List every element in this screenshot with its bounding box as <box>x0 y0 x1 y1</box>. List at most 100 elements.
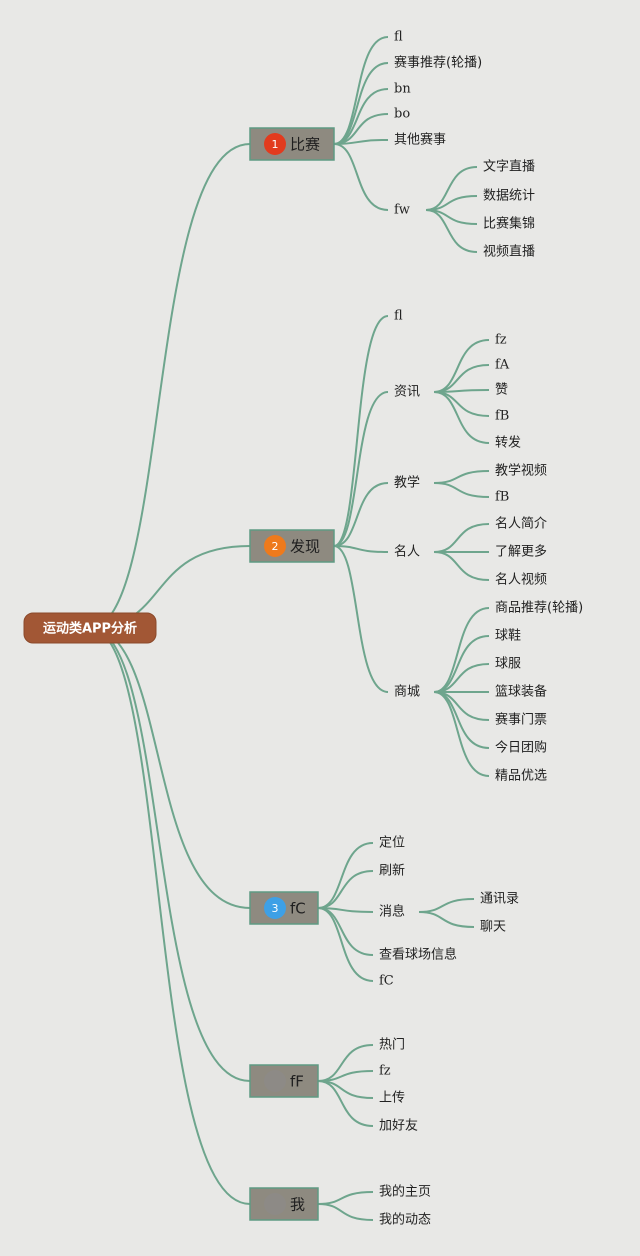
leaf-faxian-item[interactable]: fz <box>495 333 507 348</box>
leaf-bisai-item[interactable]: 视频直播 <box>483 245 535 260</box>
leaf-faxian-item[interactable]: 了解更多 <box>495 544 547 560</box>
edge-bisai-child-2 <box>333 88 389 145</box>
branch-wo-item[interactable]: 我的动态 <box>379 1212 431 1228</box>
edge-ff-child-3 <box>317 1080 374 1127</box>
branch-faxian-item[interactable]: 商城 <box>394 685 420 700</box>
branch-ff-item[interactable]: fz <box>379 1064 391 1079</box>
branch-ff-item[interactable]: 加好友 <box>379 1118 418 1134</box>
number-badge-label: 3 <box>272 902 279 915</box>
edge-fc-child-0 <box>317 842 374 909</box>
edge-fc-child-3 <box>317 907 374 956</box>
section-node-label: fF <box>290 1073 304 1091</box>
leaf-faxian-item[interactable]: 赛事门票 <box>495 712 547 728</box>
section-node-label: 发现 <box>290 538 320 556</box>
branch-ff-item[interactable]: 热门 <box>379 1038 405 1053</box>
number-badge-label: 2 <box>272 540 279 553</box>
edge-faxian-child-1 <box>333 391 389 547</box>
nodes-layer: 运动类APP分析 1 比赛 fl 赛事推荐(轮播) bn bo 其他赛事 fw 文字直播数据统计比… <box>23 30 583 1228</box>
branch-ff-item[interactable]: 上传 <box>379 1091 405 1106</box>
edge-fc-child-4 <box>317 907 374 982</box>
branch-bisai-item[interactable]: bo <box>394 107 410 122</box>
edge-faxian-leaf-1-4 <box>433 391 490 444</box>
edge-faxian-leaf-1-1 <box>433 364 490 393</box>
edge-faxian-child-4 <box>333 545 389 693</box>
root-node[interactable]: 运动类APP分析 <box>23 612 157 644</box>
branch-faxian-item[interactable]: 名人 <box>394 544 420 560</box>
edge-fc-leaf-2-1 <box>418 911 475 928</box>
section-node-label: 比赛 <box>290 136 320 154</box>
number-badge-icon <box>264 133 286 155</box>
section-node-fc[interactable]: 3 fC <box>249 891 319 925</box>
branch-bisai-item[interactable]: fw <box>394 203 410 218</box>
edge-root-bisai <box>89 143 251 629</box>
root-node-box <box>23 612 157 644</box>
leaf-faxian-item[interactable]: 赞 <box>495 383 508 398</box>
edge-bisai-child-1 <box>333 62 389 145</box>
number-badge-label: 1 <box>272 138 279 151</box>
leaf-faxian-item[interactable]: 商品推荐(轮播) <box>495 601 583 616</box>
section-node-faxian[interactable]: 2 发现 <box>249 529 335 563</box>
edge-faxian-child-0 <box>333 315 389 547</box>
branch-fc-item[interactable]: 刷新 <box>379 863 405 879</box>
leaf-faxian-item[interactable]: 球服 <box>495 657 521 672</box>
edge-faxian-leaf-3-0 <box>433 523 490 553</box>
edge-faxian-leaf-4-6 <box>433 691 490 777</box>
edge-wo-child-1 <box>317 1203 374 1221</box>
leaf-fc-item[interactable]: 聊天 <box>480 920 506 935</box>
leaf-faxian-item[interactable]: 精品优选 <box>495 769 547 784</box>
number-badge-icon <box>264 1193 286 1215</box>
leaf-faxian-item[interactable]: 名人简介 <box>495 516 547 532</box>
section-node-label: 我 <box>290 1196 305 1214</box>
leaf-faxian-item[interactable]: 转发 <box>495 435 521 451</box>
leaf-faxian-item[interactable]: fB <box>495 409 509 424</box>
edge-faxian-child-3 <box>333 545 389 553</box>
branch-bisai-item[interactable]: fl <box>394 30 403 45</box>
branch-fc-item[interactable]: 消息 <box>379 904 405 920</box>
edge-fc-leaf-2-0 <box>418 898 475 913</box>
edge-root-fc <box>89 627 251 909</box>
edge-fc-child-1 <box>317 870 374 909</box>
branch-faxian-item[interactable]: 资讯 <box>394 385 420 400</box>
leaf-fc-item[interactable]: 通讯录 <box>480 892 519 907</box>
edge-bisai-leaf-5-0 <box>425 166 478 211</box>
branch-bisai-item[interactable]: 其他赛事 <box>394 132 446 148</box>
edge-bisai-child-4 <box>333 139 389 145</box>
edge-faxian-leaf-3-2 <box>433 551 490 581</box>
branch-bisai-item[interactable]: bn <box>394 82 411 97</box>
edge-root-ff <box>89 627 251 1082</box>
edge-faxian-leaf-2-1 <box>433 482 490 498</box>
leaf-faxian-item[interactable]: fB <box>495 490 509 505</box>
edge-faxian-leaf-1-3 <box>433 391 490 417</box>
number-badge-icon <box>264 897 286 919</box>
leaf-faxian-item[interactable]: 篮球装备 <box>495 684 547 700</box>
section-node-wo[interactable]: 我 <box>249 1187 319 1221</box>
section-node-label: fC <box>290 900 306 918</box>
leaf-bisai-item[interactable]: 比赛集锦 <box>483 216 535 232</box>
branch-faxian-item[interactable]: 教学 <box>394 475 420 491</box>
edge-bisai-child-5 <box>333 143 389 211</box>
number-badge-icon <box>264 1070 286 1092</box>
branch-faxian-item[interactable]: fl <box>394 309 403 324</box>
branch-wo-item[interactable]: 我的主页 <box>379 1184 431 1200</box>
branch-fc-item[interactable]: 查看球场信息 <box>379 947 457 963</box>
edge-faxian-leaf-4-0 <box>433 607 490 693</box>
branch-fc-item[interactable]: fC <box>379 974 394 989</box>
leaf-bisai-item[interactable]: 文字直播 <box>483 160 535 175</box>
leaf-faxian-item[interactable]: fA <box>495 358 510 373</box>
number-badge-icon <box>264 535 286 557</box>
edge-faxian-child-2 <box>333 482 389 547</box>
edge-bisai-leaf-5-3 <box>425 209 478 253</box>
edge-wo-child-0 <box>317 1191 374 1205</box>
leaf-faxian-item[interactable]: 教学视频 <box>495 463 547 479</box>
branch-bisai-item[interactable]: 赛事推荐(轮播) <box>394 55 482 71</box>
section-node-bisai[interactable]: 1 比赛 <box>249 127 335 161</box>
leaf-bisai-item[interactable]: 数据统计 <box>483 189 535 204</box>
leaf-faxian-item[interactable]: 球鞋 <box>495 628 521 644</box>
edge-faxian-leaf-2-0 <box>433 470 490 484</box>
leaf-faxian-item[interactable]: 今日团购 <box>495 740 547 756</box>
branch-fc-item[interactable]: 定位 <box>379 836 405 851</box>
section-node-ff[interactable]: fF <box>249 1064 319 1098</box>
edge-root-wo <box>89 627 251 1205</box>
leaf-faxian-item[interactable]: 名人视频 <box>495 572 547 588</box>
